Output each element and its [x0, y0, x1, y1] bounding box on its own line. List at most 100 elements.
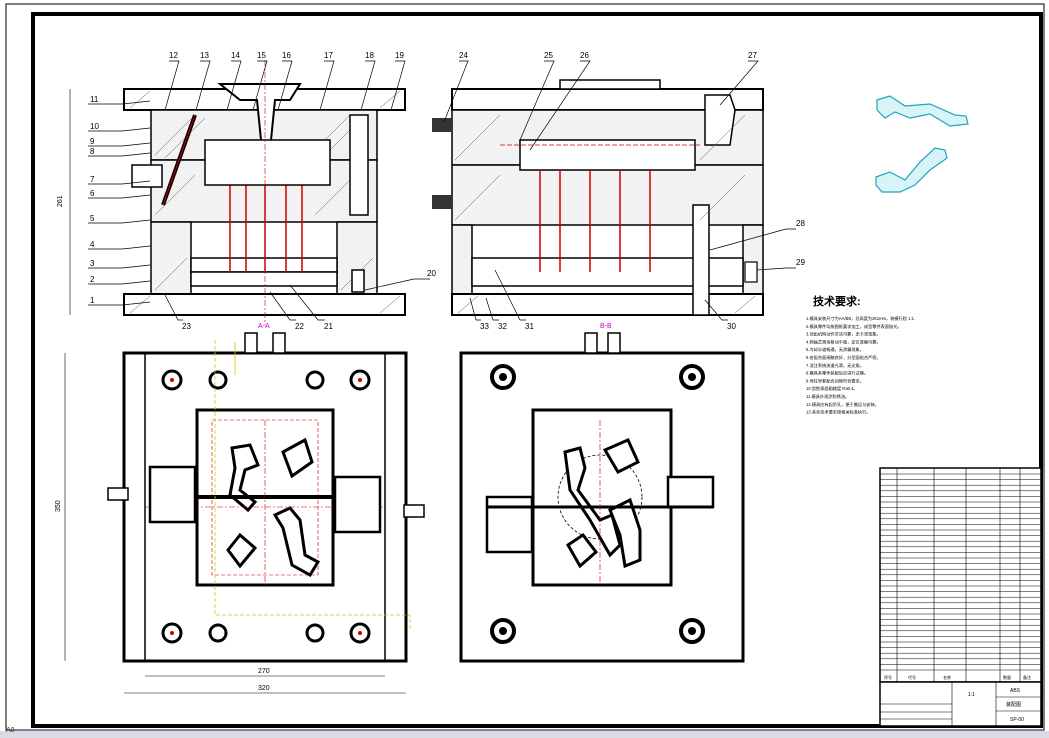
part-number-32: 32 — [498, 322, 507, 331]
leader-line — [226, 60, 242, 111]
spacer-block-left — [150, 221, 192, 295]
tech-note-line: 5.冷却水道畅通，无渗漏现象。 — [806, 346, 864, 353]
leader-line — [88, 180, 151, 185]
sheet-size-label: A0 — [6, 727, 15, 734]
part-number-21: 21 — [324, 322, 333, 331]
leader-line — [360, 60, 376, 111]
tech-note-line: 13.其余技术要求按相关标准执行。 — [806, 409, 870, 416]
tech-note-line: 12.模具应有起吊孔，便于搬运与安装。 — [806, 401, 879, 408]
leader-line — [164, 60, 180, 111]
tech-note-line: 1.模具安装尺寸为AA/BB，总高度为261mm，装模行程 1:1. — [806, 315, 915, 322]
part-number-9: 9 — [90, 137, 95, 146]
part-number-19: 19 — [395, 51, 404, 60]
part-number-24: 24 — [459, 51, 468, 60]
bom-col-note: 备注 — [1023, 674, 1031, 680]
leader-line — [88, 264, 151, 269]
guide-pin — [349, 114, 369, 216]
title-drawing-name: 装配图 — [1006, 701, 1021, 708]
bottom-scroll-bar[interactable] — [0, 731, 1049, 738]
part-number-29: 29 — [796, 258, 805, 267]
part-3d-preview — [875, 95, 969, 193]
part-number-6: 6 — [90, 189, 95, 198]
part-number-14: 14 — [231, 51, 240, 60]
leader-line — [195, 60, 211, 111]
side-guide-bush — [704, 94, 736, 146]
part-number-16: 16 — [282, 51, 291, 60]
part-number-4: 4 — [90, 240, 95, 249]
leader-line — [88, 152, 151, 157]
plan-left-slider-right — [333, 475, 382, 534]
tech-note-line: 10.型腔表面粗糙度 Ra0.4。 — [806, 385, 858, 392]
part-number-11: 11 — [90, 95, 99, 104]
leader-line — [277, 60, 293, 111]
leader-line — [289, 284, 325, 321]
leader-line — [88, 280, 151, 285]
part-number-3: 3 — [90, 259, 95, 268]
part-number-28: 28 — [796, 219, 805, 228]
leader-line — [88, 100, 151, 105]
tech-note-line: 11.模具外观涂防锈油。 — [806, 393, 849, 400]
bom-col-code: 代号 — [908, 674, 916, 680]
leader-line — [88, 219, 151, 224]
leader-line — [88, 194, 151, 199]
ejector-retainer-plate — [190, 257, 338, 273]
leader-line — [88, 127, 151, 132]
plan-left-part-cavities — [226, 437, 321, 578]
leader-line — [443, 60, 469, 123]
section-mark-b: B-B — [600, 323, 612, 330]
part-number-23: 23 — [182, 322, 191, 331]
ejector-plate — [190, 271, 338, 287]
part-number-17: 17 — [324, 51, 333, 60]
plan-left-slider-left — [148, 465, 197, 524]
part-number-8: 8 — [90, 147, 95, 156]
leader-line — [494, 269, 526, 321]
title-material: ABS — [1010, 688, 1021, 694]
return-pin — [351, 269, 365, 293]
side-handle — [559, 79, 661, 90]
bom-table: 序号 代号 名称 数量 备注 ABS 装配图 1:1 SP-00 — [879, 467, 1042, 727]
tech-note-line: 3.顶出机构动作灵活可靠，无卡滞现象。 — [806, 331, 881, 338]
part-number-25: 25 — [544, 51, 553, 60]
plan-view-right: B-B — [459, 323, 745, 663]
plan-left-bolt-holes — [161, 369, 371, 644]
part-preview-top — [876, 95, 969, 127]
leader-line — [319, 60, 335, 111]
leader-line — [485, 297, 499, 321]
tech-note-line: 2.模具零件均按图纸要求加工，成型零件表面抛光。 — [806, 323, 902, 330]
slider-block — [131, 164, 163, 188]
plan-right-cavity — [531, 408, 673, 587]
part-number-18: 18 — [365, 51, 374, 60]
bom-col-seq: 序号 — [884, 674, 892, 680]
section-mark-a: A-A — [258, 323, 270, 330]
leader-line — [88, 142, 151, 147]
leader-line — [704, 299, 728, 321]
part-number-1: 1 — [90, 296, 95, 305]
tech-note-line: 7.浇注系统流道光滑，无尖角。 — [806, 362, 864, 369]
side-guide-pin — [692, 204, 710, 316]
part-number-13: 13 — [200, 51, 209, 60]
side-cavity — [519, 139, 696, 171]
leader-line — [719, 60, 759, 106]
part-number-7: 7 — [90, 175, 95, 184]
part-number-31: 31 — [525, 322, 534, 331]
leader-line — [390, 60, 406, 111]
technical-requirements: 技术要求: 1.模具安装尺寸为AA/BB，总高度为261mm，装模行程 1:1.… — [806, 294, 915, 416]
part-number-27: 27 — [748, 51, 757, 60]
leader-line — [756, 267, 796, 271]
leader-line — [252, 60, 268, 111]
dimension-height: 261 — [57, 195, 64, 207]
tech-title: 技术要求: — [813, 294, 861, 308]
title-scale: 1:1 — [968, 692, 975, 698]
plan-view-left: A-A 350 270 320 — [55, 323, 425, 694]
leader-line — [529, 60, 591, 151]
leader-line — [519, 60, 555, 141]
leader-line — [364, 278, 430, 291]
leader-line — [709, 228, 796, 251]
side-ejector-pins — [539, 170, 651, 272]
water-fitting-bottom — [432, 195, 452, 209]
tech-note-line: 6.各配合面接触良好，分型面贴合严密。 — [806, 354, 881, 361]
part-number-5: 5 — [90, 214, 95, 223]
side-bottom-plate — [451, 293, 764, 316]
